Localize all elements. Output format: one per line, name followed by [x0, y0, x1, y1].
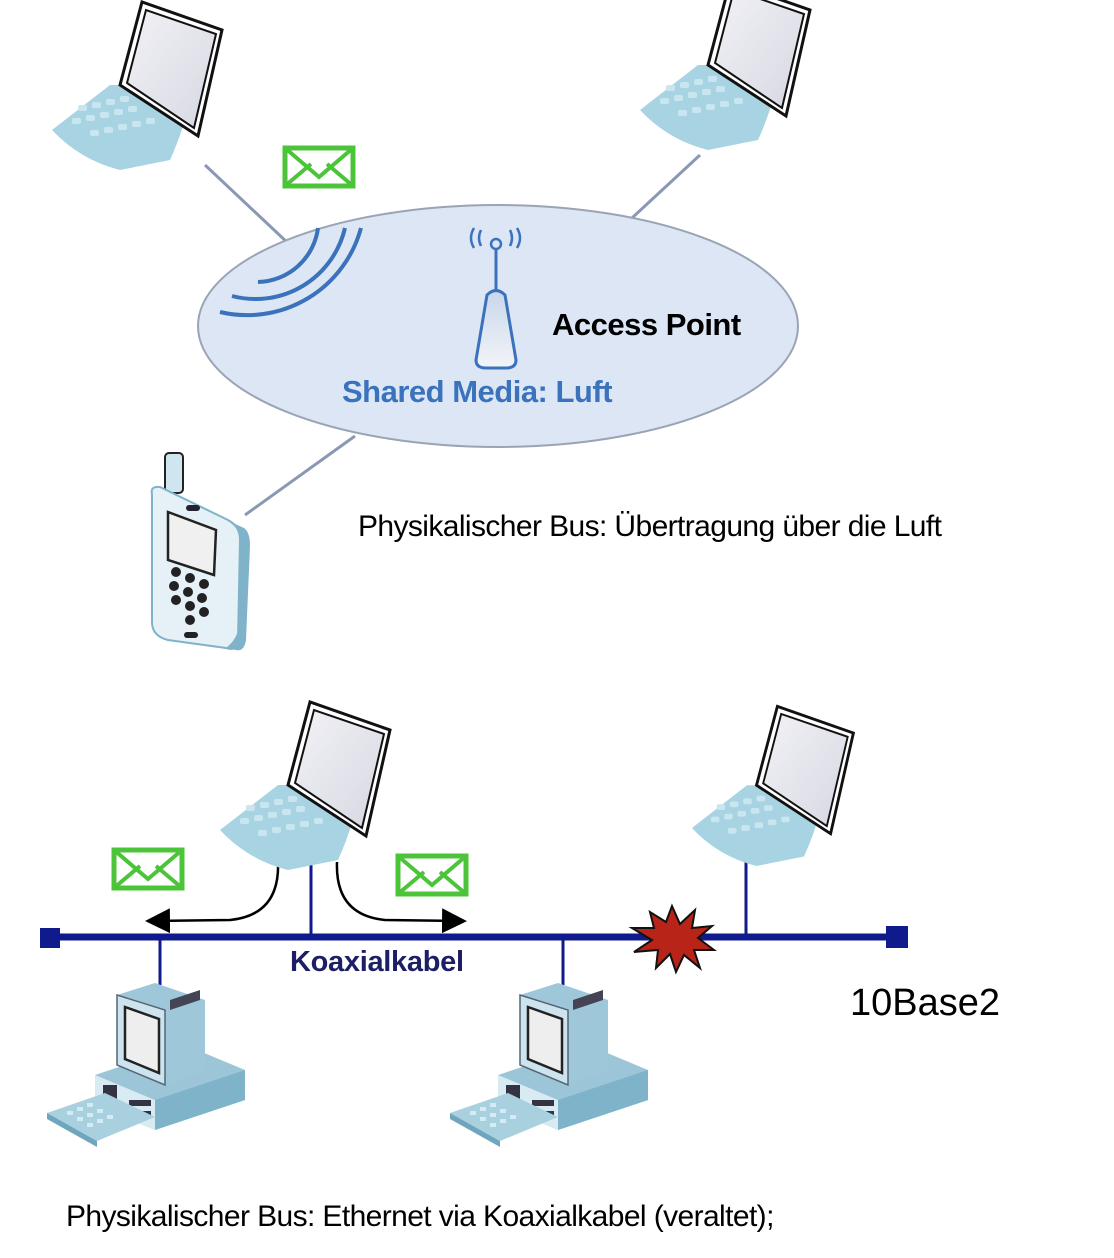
- link-phone: [244, 434, 356, 517]
- access-point-icon: [469, 227, 522, 370]
- envelope-icon: [285, 148, 353, 186]
- envelope-icon: [114, 850, 182, 888]
- laptop-icon: [50, 0, 224, 172]
- wired-bus-caption: Physikalischer Bus: Ethernet via Koaxial…: [66, 1200, 774, 1233]
- coax-cable-label: Koaxialkabel: [290, 946, 464, 978]
- desktop-computer-icon: [448, 981, 650, 1149]
- envelope-icon: [398, 856, 466, 894]
- laptop-icon: [638, 0, 812, 152]
- terminator-right: [886, 926, 908, 948]
- desktop-computer-icon: [45, 981, 247, 1149]
- collision-icon: [628, 903, 717, 975]
- laptop-icon: [690, 704, 855, 868]
- radio-waves-icon: [219, 227, 363, 318]
- mobile-phone-icon: [150, 452, 250, 651]
- signal-arrow-left: [145, 861, 280, 934]
- shared-media-label: Shared Media: Luft: [342, 374, 613, 409]
- access-point-label: Access Point: [552, 307, 741, 342]
- link-laptop-left: [203, 163, 292, 247]
- link-laptop-right: [630, 153, 702, 220]
- wireless-bus-caption: Physikalischer Bus: Übertragung über die…: [358, 510, 942, 543]
- signal-arrow-right: [335, 861, 467, 934]
- ethernet-standard-label: 10Base2: [850, 982, 1001, 1024]
- laptop-icon: [218, 700, 392, 872]
- terminator-left: [40, 928, 60, 948]
